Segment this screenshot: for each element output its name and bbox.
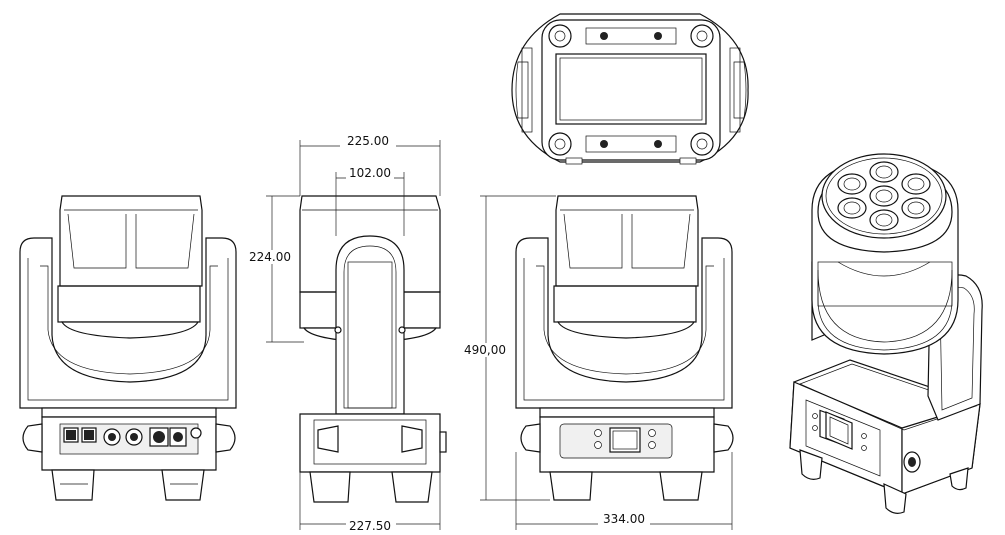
dimension-total-height: 490,00: [464, 343, 506, 357]
dimension-head-height: 224.00: [249, 250, 291, 264]
front-view: [515, 195, 734, 501]
dimension-depth: 334.00: [603, 512, 645, 526]
side-view: [299, 195, 447, 503]
dimension-top-width: 225.00: [347, 134, 389, 148]
dimension-base-width: 227.50: [349, 519, 391, 533]
perspective-view: [789, 153, 983, 514]
dimension-arm-width: 102.00: [349, 166, 391, 180]
top-view: [511, 13, 749, 165]
rear-view: [19, 195, 237, 501]
